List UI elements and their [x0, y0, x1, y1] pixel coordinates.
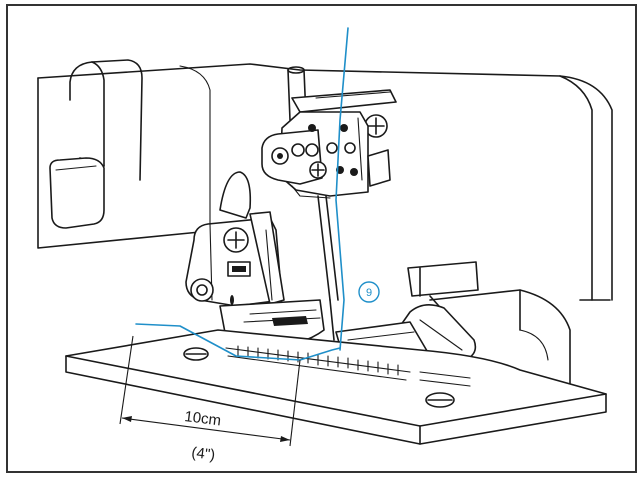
- callout-number: 9: [366, 287, 372, 299]
- needle-clamp: [261, 66, 397, 341]
- thread-path: [135, 27, 349, 361]
- side-handle: [49, 59, 143, 229]
- measurement-imperial: (4"): [191, 444, 217, 464]
- callout-9: 9: [358, 281, 380, 303]
- machine-housing: [37, 63, 613, 391]
- dimension-annotation: 10cm (4"): [119, 335, 301, 464]
- measurement-metric: 10cm: [184, 408, 222, 429]
